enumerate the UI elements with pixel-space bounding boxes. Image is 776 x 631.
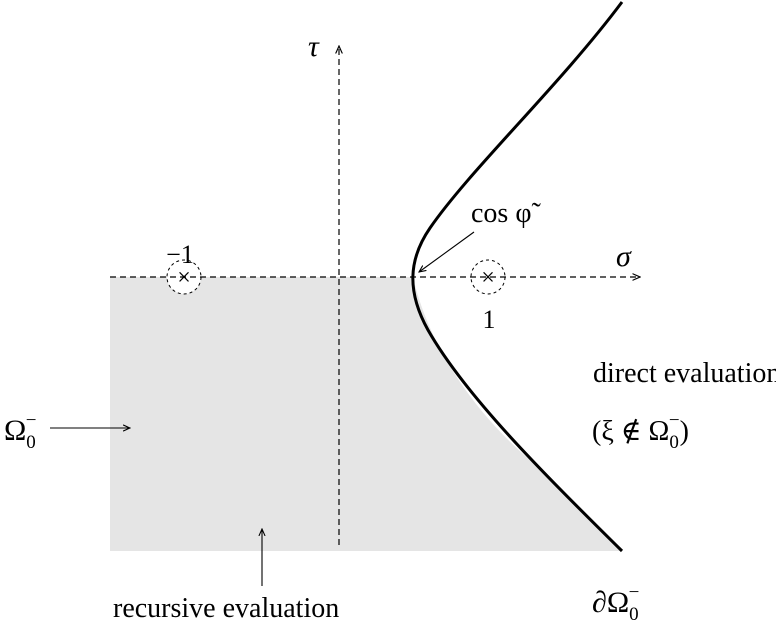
one-label: 1 [483, 305, 496, 334]
tau-label: τ [308, 30, 320, 63]
recursive-evaluation-label: recursive evaluation [113, 593, 339, 624]
sigma-label: σ [616, 240, 632, 273]
omega-label: Ω0− [4, 410, 37, 453]
direct-evaluation-label: direct evaluation [593, 358, 776, 389]
boundary-label: ∂Ω0− [592, 582, 639, 625]
one-marker: × [481, 265, 495, 291]
boundary-curve [411, 1, 624, 553]
xi-condition-label: (ξ ∉ Ω0−) [592, 410, 689, 453]
minus-one-marker: × [177, 265, 191, 291]
minus-one-label: −1 [166, 240, 194, 269]
omega-region [110, 277, 622, 551]
cos-phi-label: cos φ̃ [471, 198, 541, 229]
cos-phi-arrow [419, 231, 475, 272]
